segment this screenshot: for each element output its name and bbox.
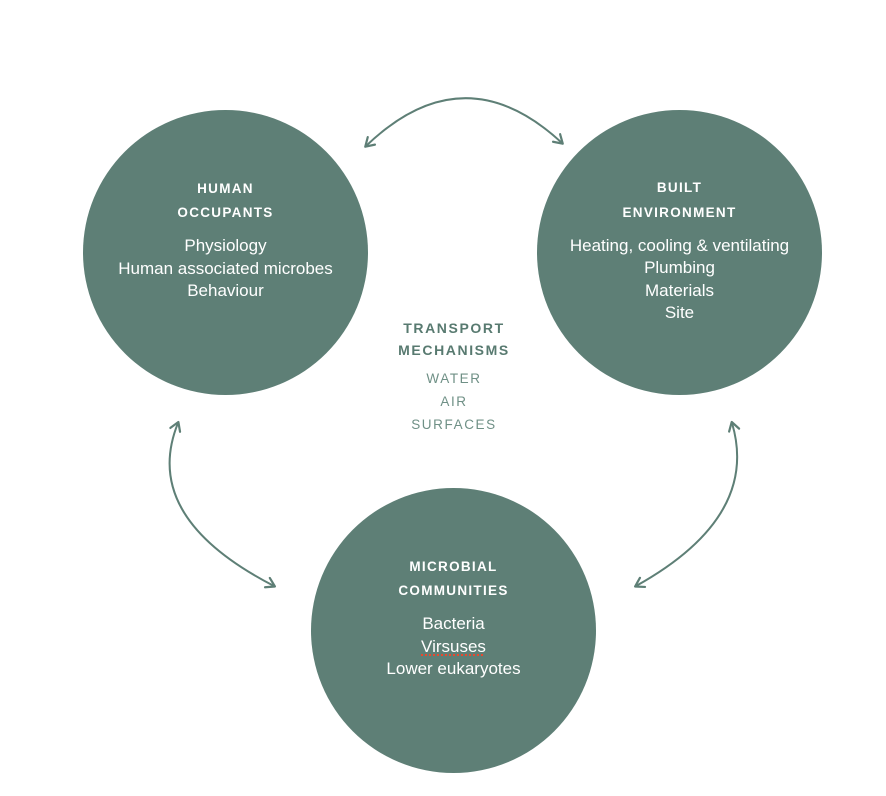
node-human-occupants: HUMAN OCCUPANTS Physiology Human associa… <box>83 110 368 395</box>
node-item-list: Heating, cooling & ventilating Plumbing … <box>570 235 789 325</box>
arrow-human-microbial <box>168 420 277 589</box>
center-title: TRANSPORT MECHANISMS <box>354 317 554 362</box>
node-item: Virsuses <box>386 636 520 658</box>
center-item: SURFACES <box>411 417 497 433</box>
transport-mechanisms-label: TRANSPORT MECHANISMS WATER AIR SURFACES <box>354 317 554 436</box>
center-item: AIR <box>440 394 468 409</box>
node-title-line: ENVIRONMENT <box>622 204 737 220</box>
arrow-built-microbial <box>633 420 741 589</box>
node-item: Human associated microbes <box>118 258 333 278</box>
node-item-list: Physiology Human associated microbes Beh… <box>118 235 332 302</box>
node-item-list: Bacteria Virsuses Lower eukaryotes <box>386 613 520 680</box>
node-item: Heating, cooling & ventilating <box>569 235 790 255</box>
arrow-human-built <box>364 97 564 148</box>
node-item: Plumbing <box>644 258 715 278</box>
node-built-environment: BUILT ENVIRONMENT Heating, cooling & ven… <box>537 110 822 395</box>
node-title-line: BUILT <box>656 180 703 196</box>
node-title-line: MICROBIAL <box>409 558 498 574</box>
node-title-line: HUMAN <box>197 180 254 196</box>
center-title-line: MECHANISMS <box>398 342 510 359</box>
center-title-line: TRANSPORT <box>403 320 505 336</box>
node-item: Materials <box>645 280 714 300</box>
node-title-line: OCCUPANTS <box>177 204 274 220</box>
node-title: BUILT ENVIRONMENT <box>622 176 736 225</box>
node-item: Physiology <box>184 236 267 256</box>
node-title-line: COMMUNITIES <box>398 582 509 598</box>
center-item-list: WATER AIR SURFACES <box>354 367 554 437</box>
center-item: WATER <box>426 370 482 386</box>
node-item: Behaviour <box>187 281 264 301</box>
node-item: Site <box>664 303 695 323</box>
node-title: MICROBIAL COMMUNITIES <box>398 555 508 604</box>
node-item: Bacteria <box>422 614 485 634</box>
node-microbial-communities: MICROBIAL COMMUNITIES Bacteria Virsuses … <box>311 488 596 773</box>
node-item: Lower eukaryotes <box>386 659 521 679</box>
node-title: HUMAN OCCUPANTS <box>177 177 273 226</box>
misspelled-word: Virsuses <box>421 636 486 656</box>
